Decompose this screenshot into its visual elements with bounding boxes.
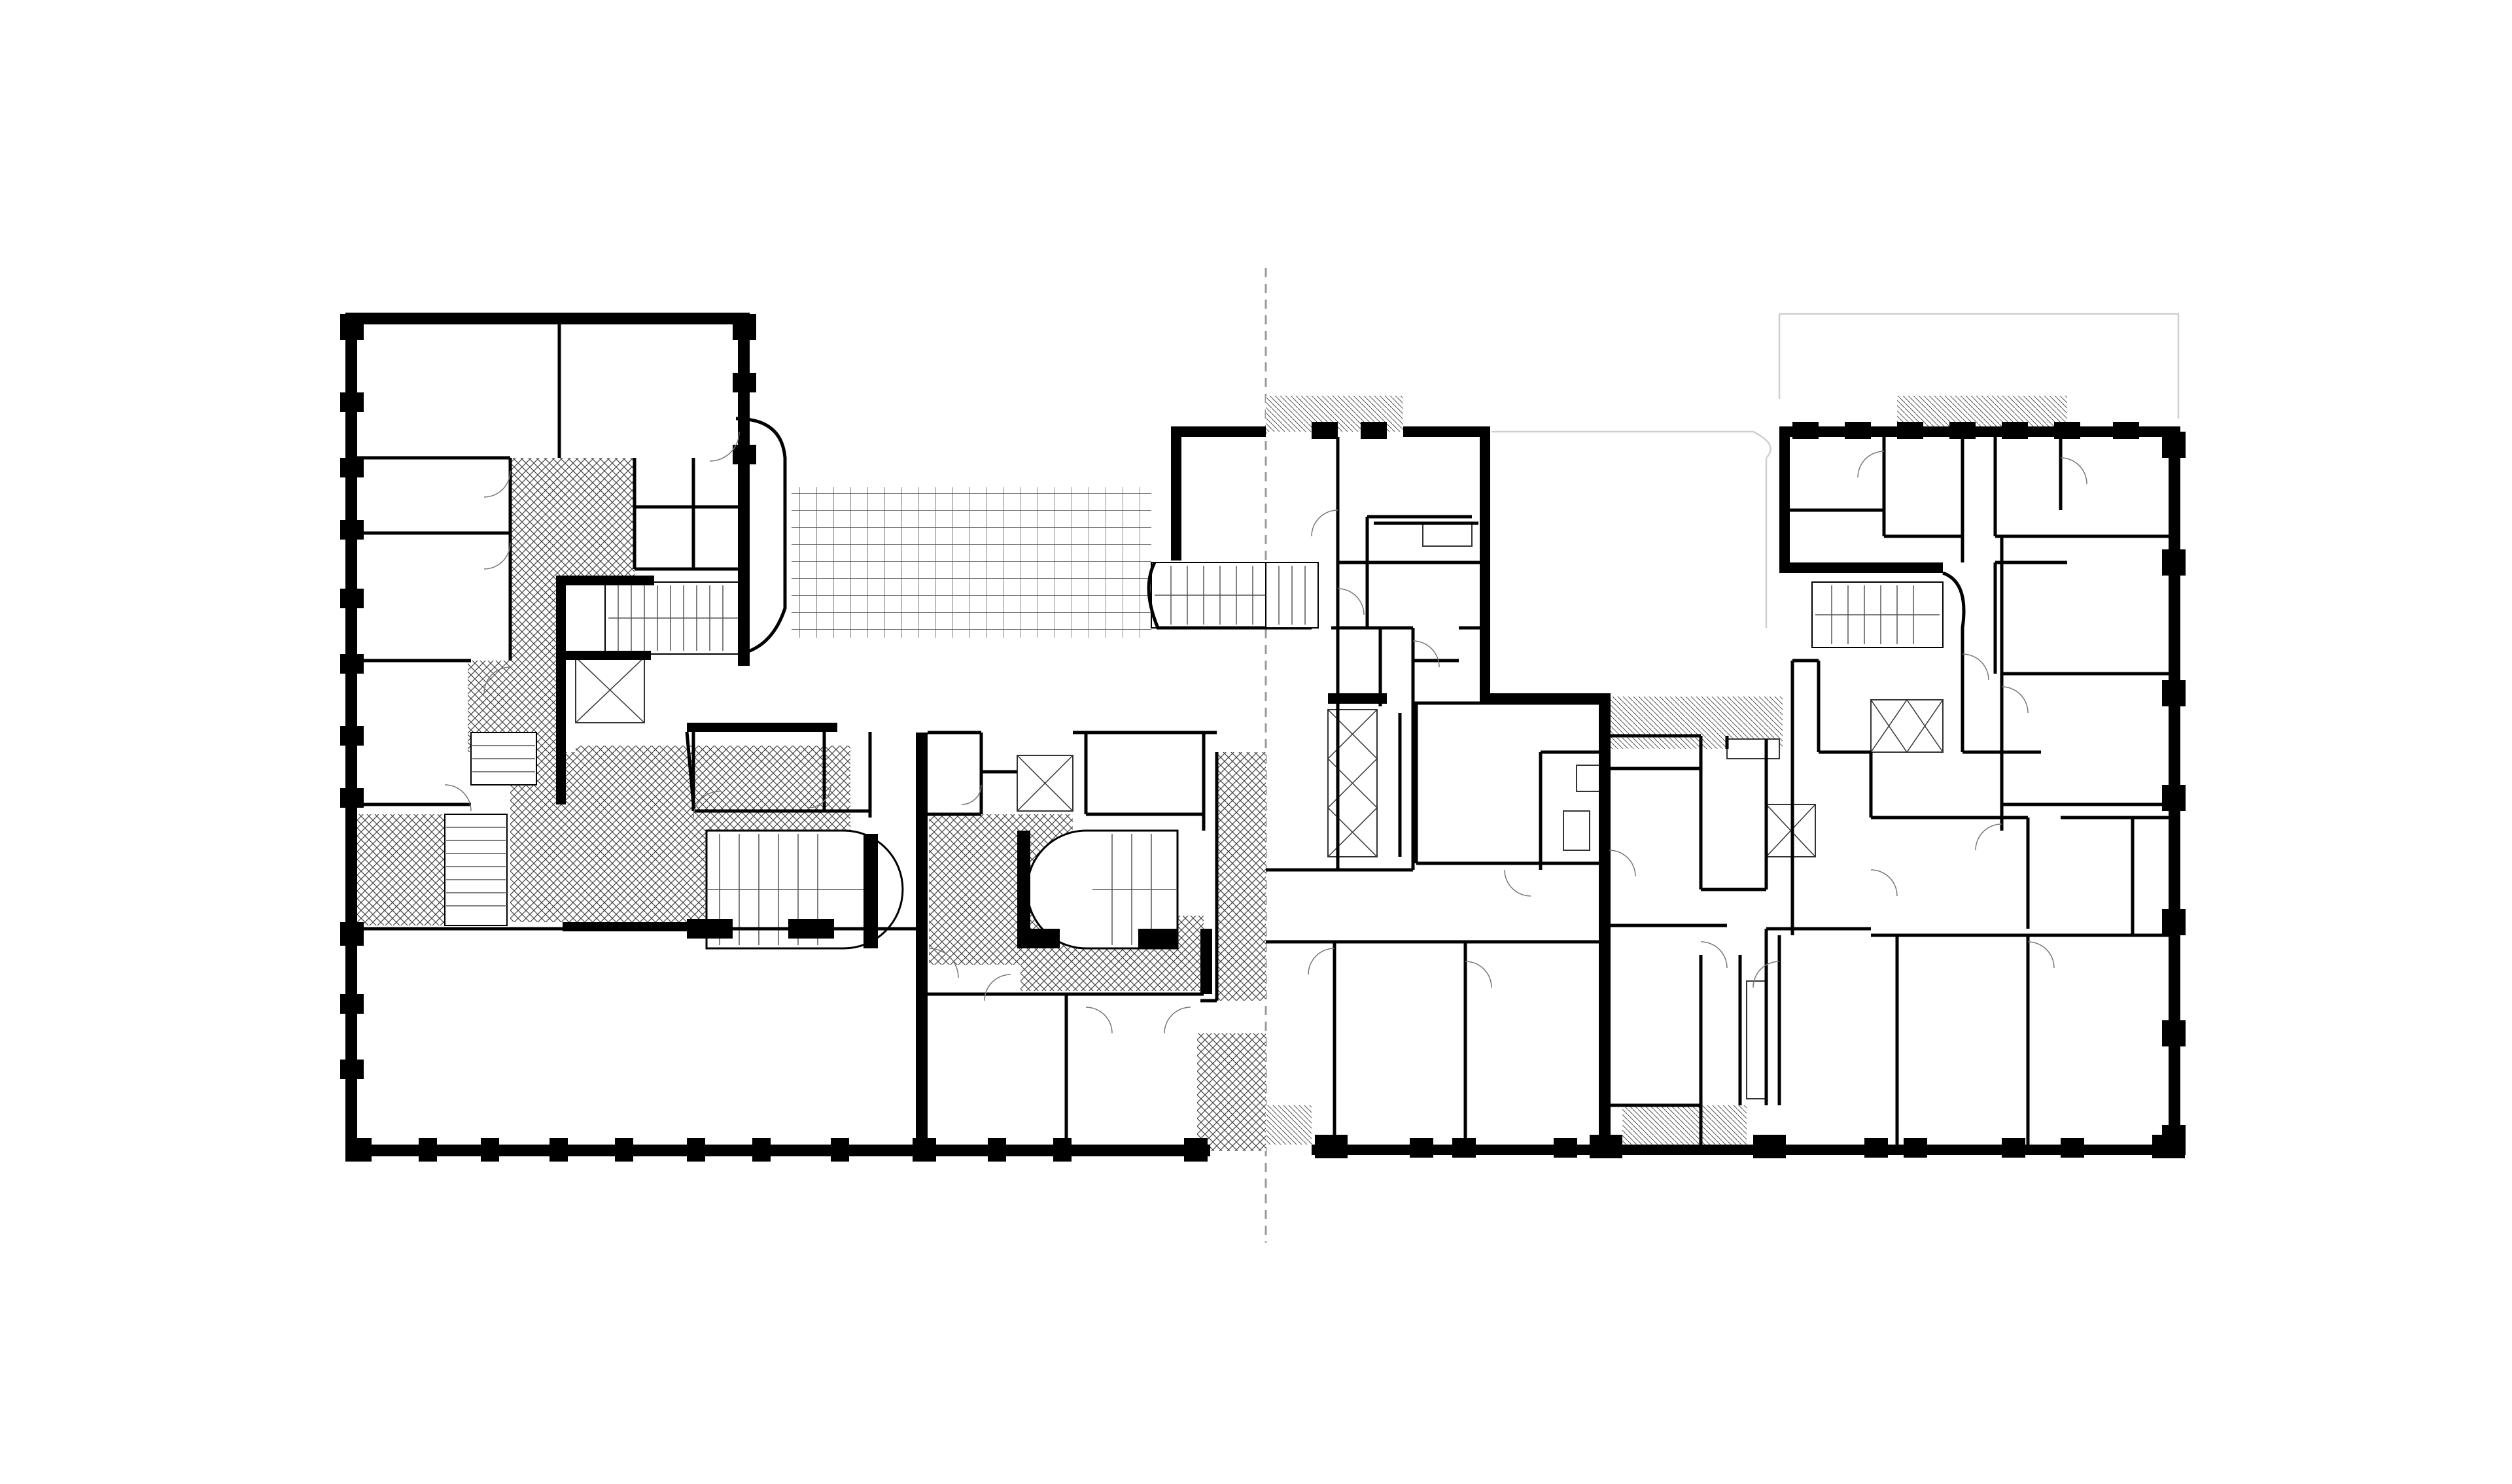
wall-north-right-a [1403,426,1488,437]
north-facade-dashes-right [1312,422,2139,439]
wall-mid-partition [916,733,928,1161]
hatched-strip-south [1197,1033,1266,1151]
pier-stair-a-east [864,834,878,948]
stair-upper-hall [470,732,537,785]
stair-bay-outline [1147,561,1312,630]
wall-core-block [559,651,651,660]
stair-right-nw [1265,562,1319,629]
stair-core-wall-upper [556,576,654,804]
inner-walls-upper-block [357,324,739,806]
wall-south-left [345,1145,1210,1156]
right-building [1265,313,2186,1158]
terrace-outline-north [1492,313,2180,628]
inner-walls-mid [357,731,1204,1145]
hatched-strip-right [1217,752,1266,1001]
hatched-corridor-upper [510,458,635,582]
wall-stair-b-pier [1017,831,1030,948]
wall-core-right-b [1779,562,1943,573]
inner-walls-hall [685,731,872,818]
door-swings-left [444,431,1191,1034]
wall-south-right [1312,1145,2180,1155]
wall-courtyard-east [1599,693,1611,1154]
wall-stair-b-east [1200,929,1212,994]
pier-stair-b-right [1138,929,1178,948]
inner-walls-east-block [1073,731,1219,1003]
courtyard-grid-paving [792,487,1151,638]
west-facade-piers [340,314,364,1079]
stair-left-upper [604,581,746,655]
stair-west [444,814,508,926]
inner-walls-right-a [1266,437,1599,1145]
elevator-right-b [1870,699,1944,753]
elevator-right-a [1327,709,1378,857]
wall-north-core-w [1171,426,1181,561]
balcony-hatch-sw [1266,1105,1312,1145]
balcony-hatch-south [1622,1105,1747,1145]
elevator-left [575,657,645,723]
wall-north-left [347,313,749,324]
left-building [340,313,1312,1162]
curved-bay-right [1942,571,1966,647]
wall-east-left-upper [738,313,750,666]
elevator-left-b [1017,755,1073,812]
wall-east-right-a [1480,426,1490,701]
wall-north-core-n [1171,426,1266,437]
wall-courtyard-south [1480,693,1611,704]
curved-bay-left [735,417,787,656]
pier-stair-b-left [1020,929,1060,948]
south-facade-piers [345,1138,1208,1162]
stair-curved-b [1026,829,1179,950]
wall-right-a-mid [1328,693,1387,704]
balcony-hatch-ne [1897,396,2067,432]
door-swings-right [1308,451,2087,988]
hatched-entry-west-2 [402,814,448,925]
wall-hall-north [687,723,837,732]
inner-walls-right-c [1790,437,2169,1145]
east-facade-piers-upper [733,314,756,464]
stair-right-ne [1811,581,1944,648]
inner-walls-right-b [1609,734,1871,1145]
wall-west-right-b [1779,426,1790,570]
